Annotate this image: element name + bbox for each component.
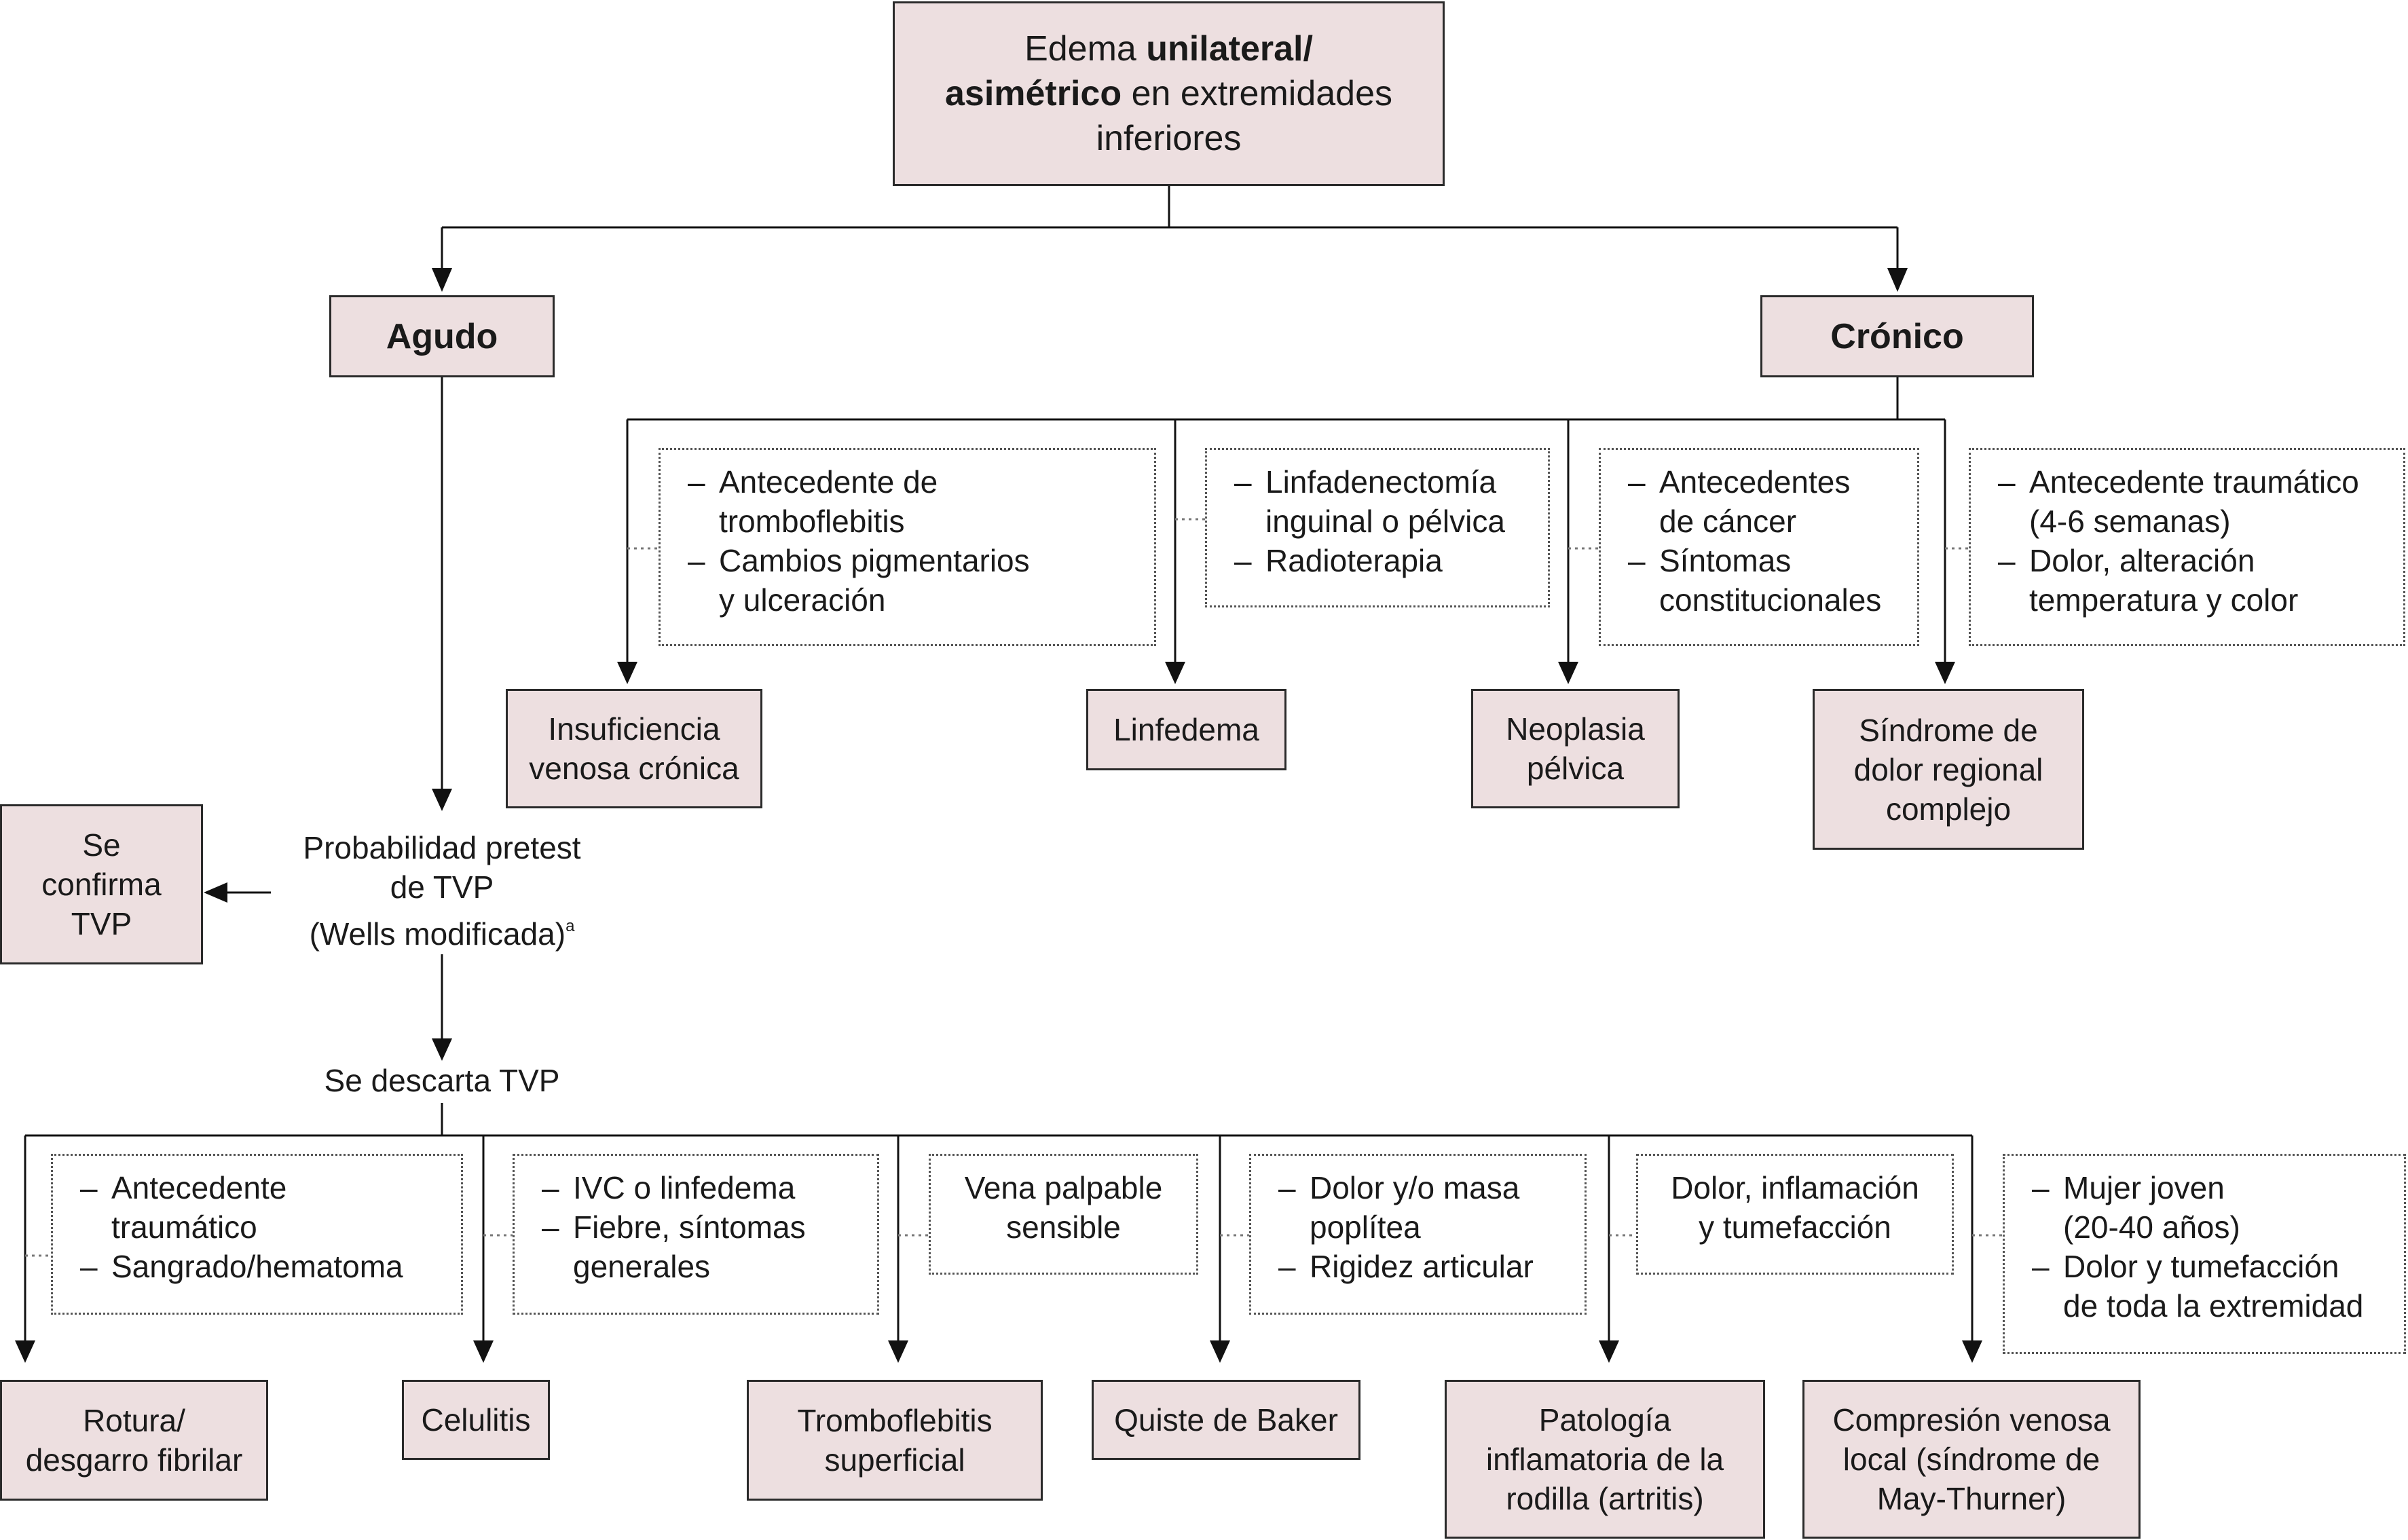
outcome-linfedema: Linfedema <box>1086 689 1286 770</box>
outcome-rotura-desgarro: Rotura/desgarro fibrilar <box>0 1380 268 1501</box>
cronico-node: Crónico <box>1760 295 2034 377</box>
pretest-probability: Probabilidad pretest de TVP (Wells modif… <box>272 828 612 954</box>
se-descarta-tvp: Se descarta TVP <box>299 1061 585 1103</box>
root-node: Edema unilateral/ asimétrico en extremid… <box>893 1 1445 186</box>
outcome-quiste-baker: Quiste de Baker <box>1092 1380 1360 1460</box>
acute-note-6: –Mujer joven(20-40 años) –Dolor y tumefa… <box>2003 1154 2406 1354</box>
agudo-node: Agudo <box>329 295 555 377</box>
chronic-note-4: –Antecedente traumático(4-6 semanas) –Do… <box>1969 448 2405 646</box>
outcome-celulitis: Celulitis <box>402 1380 550 1460</box>
